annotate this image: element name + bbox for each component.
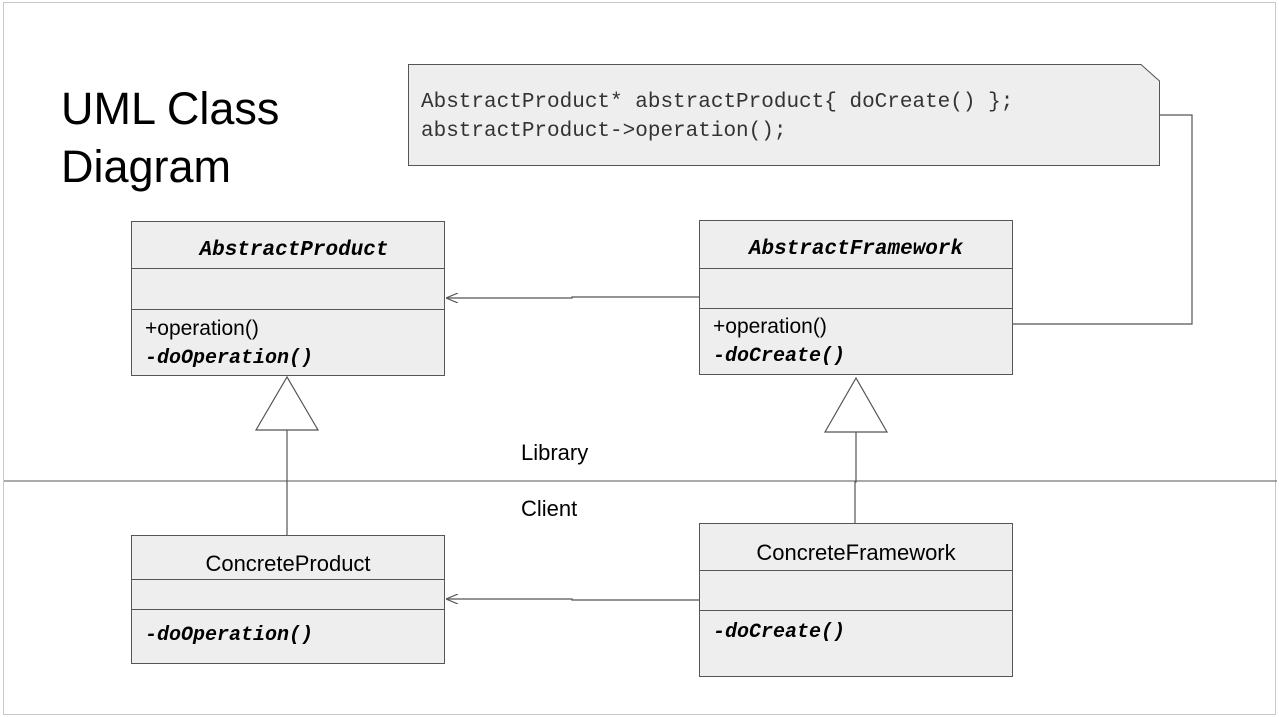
class-concrete-framework[interactable]: ConcreteFramework -doCreate() [699, 523, 1013, 677]
client-label: Client [521, 496, 578, 521]
attributes-section [132, 269, 444, 310]
attributes-section [700, 269, 1012, 309]
class-name-section: AbstractProduct [132, 222, 444, 269]
attributes-section [700, 571, 1012, 611]
code-note: AbstractProduct* abstractProduct{ doCrea… [408, 64, 1160, 166]
class-name: AbstractFramework [748, 238, 964, 261]
title-line-1: UML Class [61, 83, 280, 134]
class-name: AbstractProduct [199, 239, 389, 262]
inheritance-framework-line [854, 432, 857, 523]
operations-section: -doOperation() [132, 610, 444, 651]
operation-private: -doCreate() [713, 621, 846, 644]
operation-public: +operation() [713, 315, 827, 338]
slide-frame [3, 2, 1276, 715]
library-label: Library [521, 440, 589, 465]
note-code: AbstractProduct* abstractProduct{ doCrea… [421, 88, 1013, 146]
note-shape [408, 64, 1160, 166]
operation-private: -doOperation() [145, 347, 314, 370]
class-abstract-framework[interactable]: AbstractFramework +operation() -doCreate… [699, 220, 1013, 375]
class-name-section: ConcreteProduct [132, 536, 444, 580]
attributes-section [132, 580, 444, 610]
operation-private: -doCreate() [713, 345, 846, 368]
note-line-1: AbstractProduct* abstractProduct{ doCrea… [421, 91, 1014, 114]
association-abstract [447, 297, 699, 298]
operations-section: +operation() -doCreate() [700, 309, 1012, 372]
operations-section: -doCreate() [700, 611, 1012, 648]
class-name: ConcreteProduct [205, 551, 371, 576]
diagram-title: UML Class Diagram [61, 80, 279, 196]
association-concrete [447, 599, 699, 600]
class-name-section: ConcreteFramework [700, 524, 1012, 571]
class-name-section: AbstractFramework [700, 221, 1012, 269]
inheritance-framework-triangle [823, 376, 889, 433]
title-line-2: Diagram [61, 141, 232, 192]
inheritance-product-triangle [254, 375, 320, 431]
operation-public: +operation() [145, 317, 259, 340]
operation-private: -doOperation() [145, 624, 314, 647]
note-line-2: abstractProduct->operation(); [421, 120, 787, 143]
class-concrete-product[interactable]: ConcreteProduct -doOperation() [131, 535, 445, 664]
class-abstract-product[interactable]: AbstractProduct +operation() -doOperatio… [131, 221, 445, 376]
operations-section: +operation() -doOperation() [132, 310, 444, 374]
note-anchor-line [906, 114, 1193, 325]
class-name: ConcreteFramework [756, 540, 956, 565]
